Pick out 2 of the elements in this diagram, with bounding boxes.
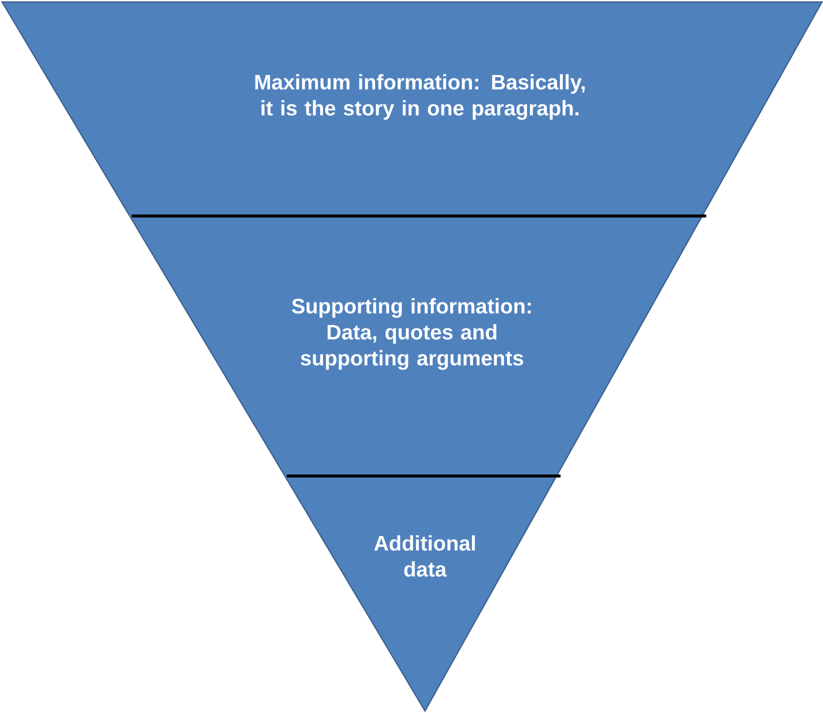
- funnel-band: Maximum information: Basically, it is the story in one paragraph.: [2, 2, 822, 216]
- funnel-band: Additional data: [284, 476, 557, 711]
